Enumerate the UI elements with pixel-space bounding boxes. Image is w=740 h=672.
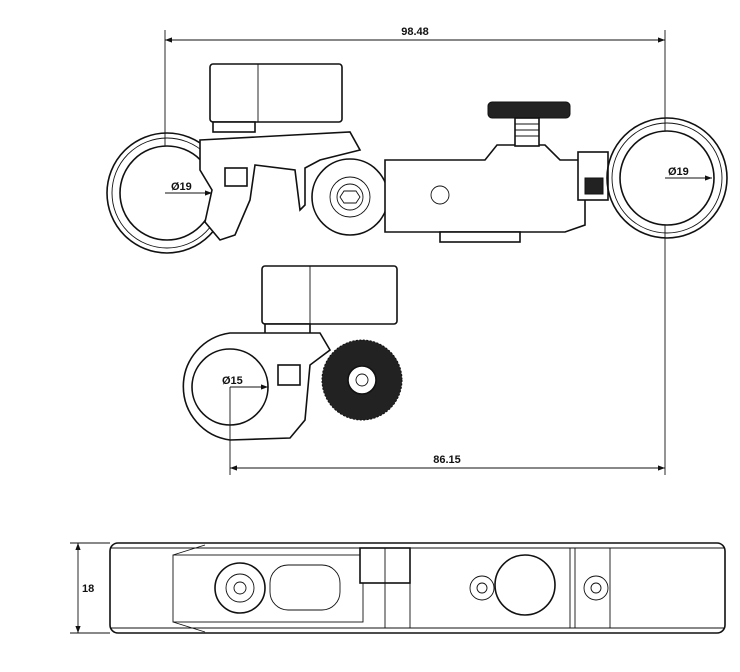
dimension-label-overall-width: 98.48 bbox=[401, 26, 429, 38]
dimension-label-small-rod: Ø15 bbox=[222, 375, 243, 387]
dimension-label-thickness: 18 bbox=[82, 583, 94, 595]
side-view: 18 bbox=[70, 542, 726, 634]
dimension-label-right-rod: Ø19 bbox=[668, 166, 689, 178]
dimension-label-left-rod: Ø19 bbox=[171, 181, 192, 193]
small-rod-clamp-view: Ø15 86.15 bbox=[182, 265, 665, 475]
dimension-label-small-clamp-distance: 86.15 bbox=[433, 454, 461, 466]
top-view-rod-clamp-assembly: Ø19 Ø19 bbox=[106, 63, 728, 254]
